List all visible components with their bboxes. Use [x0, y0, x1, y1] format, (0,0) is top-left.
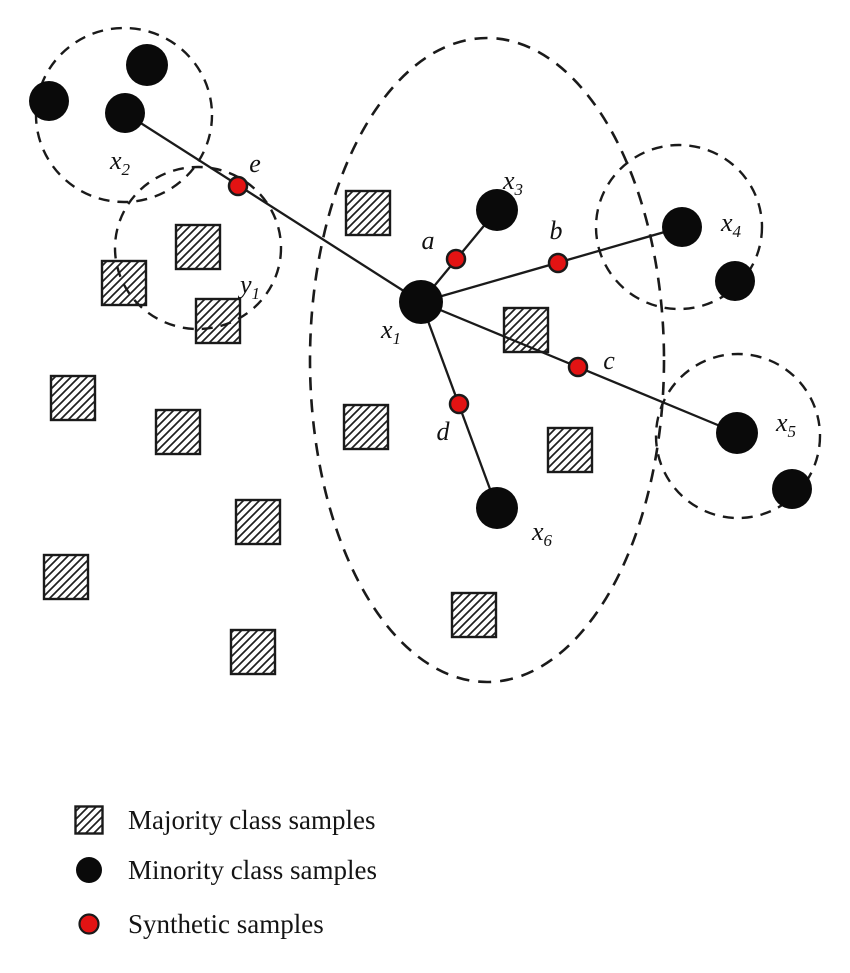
label-b: b — [550, 216, 563, 245]
majority-sample-square-8 — [342, 403, 390, 451]
label-cluster-y1: y1 — [237, 270, 260, 303]
majority-sample-square-10 — [234, 498, 282, 546]
majority-square-icon — [74, 805, 104, 835]
minority-sample-x2 — [105, 93, 145, 133]
label-x1: x1 — [380, 315, 401, 348]
minority-sample-x5 — [716, 412, 758, 454]
legend-label-majority: Majority class samples — [128, 805, 376, 835]
synthetic-sample-c — [567, 356, 589, 378]
label-x3: x3 — [502, 166, 523, 199]
synthetic-sample-d — [448, 393, 470, 415]
diagram-canvas: x2 x3 x1 x4 x5 x6 e a b c d y1 — [29, 26, 822, 684]
synthetic-sample-b — [547, 252, 569, 274]
minority-sample-x4 — [662, 207, 702, 247]
majority-sample-square-12 — [229, 628, 277, 676]
label-e: e — [249, 149, 261, 178]
majority-sample-square-13 — [450, 591, 498, 639]
cluster-x4 — [594, 143, 764, 311]
minority-sample-top-left-b — [126, 44, 168, 86]
synthetic-sample-a — [445, 248, 467, 270]
minority-sample-x1 — [399, 280, 443, 324]
label-c: c — [603, 346, 615, 375]
cluster-x5 — [654, 352, 822, 520]
legend-item-majority: Majority class samples — [74, 804, 377, 836]
cluster-y1 — [113, 165, 283, 331]
minority-sample-x5-neighbor — [772, 469, 812, 509]
synthetic-circle-icon — [78, 913, 100, 935]
legend: Majority class samples Minority class sa… — [74, 804, 377, 940]
majority-sample-square-3 — [174, 223, 222, 271]
majority-sample-square-5 — [194, 297, 242, 345]
majority-sample-square-1 — [344, 189, 392, 237]
minority-circle-icon — [76, 857, 102, 883]
cluster-main — [308, 36, 666, 684]
majority-sample-square-4 — [100, 259, 148, 307]
label-x6: x6 — [531, 517, 553, 550]
label-a: a — [422, 226, 435, 255]
majority-sample-square-9 — [546, 426, 594, 474]
majority-sample-square-2 — [502, 306, 550, 354]
legend-item-minority: Minority class samples — [74, 854, 377, 886]
legend-label-minority: Minority class samples — [128, 855, 377, 885]
label-x2: x2 — [109, 146, 131, 179]
majority-sample-square-7 — [154, 408, 202, 456]
label-x5: x5 — [775, 408, 796, 441]
minority-sample-x3 — [476, 189, 518, 231]
label-d: d — [437, 417, 451, 446]
majority-sample-square-11 — [42, 553, 90, 601]
legend-item-synthetic: Synthetic samples — [74, 908, 377, 940]
minority-sample-top-left-a — [29, 81, 69, 121]
minority-sample-x6 — [476, 487, 518, 529]
majority-sample-square-6 — [49, 374, 97, 422]
minority-sample-x4-neighbor — [715, 261, 755, 301]
edge-x2-x1 — [124, 112, 422, 303]
legend-label-synthetic: Synthetic samples — [128, 909, 324, 939]
label-x4: x4 — [720, 208, 742, 241]
synthetic-sample-e — [227, 175, 249, 197]
